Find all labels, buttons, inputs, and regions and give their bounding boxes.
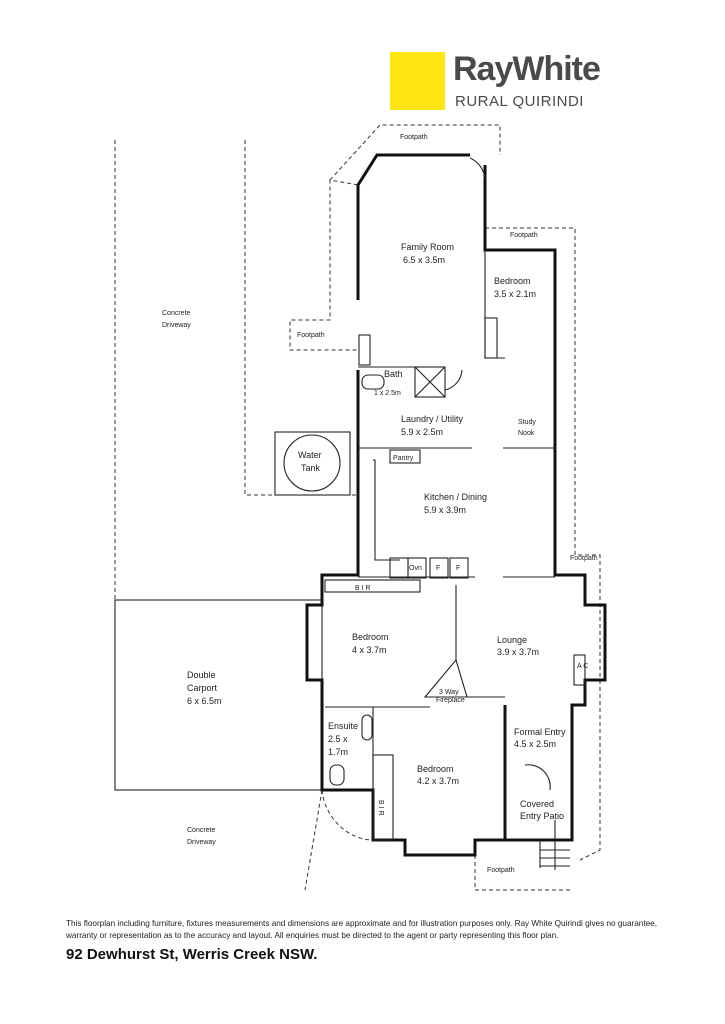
room-labels: Family Room 6.5 x 3.5m Bedroom 3.5 x 2.1… [187, 242, 566, 821]
label-water-tank-2: Tank [301, 463, 321, 473]
label-footpath-front: Footpath [487, 867, 515, 874]
label-driveway-top: Concrete [162, 310, 191, 317]
label-carport: Double [187, 670, 216, 680]
label-footpath-left: Footpath [297, 332, 325, 339]
label-ensuite: Ensuite [328, 721, 358, 731]
label-water-tank: Water [298, 450, 322, 460]
label-driveway-bottom: Concrete [187, 827, 216, 834]
size-laundry: 5.9 x 2.5m [401, 427, 443, 437]
disclaimer: This floorplan including furniture, fixt… [66, 919, 658, 940]
size-bedroom-left: 4 x 3.7m [352, 645, 387, 655]
label-bir: B I R [355, 585, 371, 592]
label-fridge-1: F [436, 565, 440, 572]
label-fireplace-1: 3 Way [439, 689, 459, 696]
interior-walls [324, 157, 586, 870]
size-ensuite-2: 1.7m [328, 747, 348, 757]
exterior-walls [305, 153, 607, 857]
label-ac: A C [577, 663, 588, 670]
size-kitchen: 5.9 x 3.9m [424, 505, 466, 515]
office-name: RURAL QUIRINDI [455, 93, 584, 110]
label-study: Study [518, 419, 536, 426]
brand-name: RayWhite [453, 50, 601, 88]
label-pantry: Pantry [393, 455, 414, 462]
label-footpath-right: Footpath [510, 232, 538, 239]
water-tank [274, 431, 351, 496]
outside-labels: Footpath Footpath Footpath Footpath Foot… [162, 134, 598, 874]
label-patio-2: Entry Patio [520, 811, 564, 821]
size-formal-entry: 4.5 x 2.5m [514, 739, 556, 749]
label-patio: Covered [520, 799, 554, 809]
label-kitchen: Kitchen / Dining [424, 492, 487, 502]
label-formal-entry: Formal Entry [514, 727, 566, 737]
label-lounge: Lounge [497, 635, 527, 645]
label-driveway-top-2: Driveway [162, 322, 191, 329]
size-bedroom-front: 4.2 x 3.7m [417, 776, 459, 786]
size-bath: 1 x 2.5m [374, 390, 401, 397]
size-lounge: 3.9 x 3.7m [497, 647, 539, 657]
label-footpath-side: Footpath [570, 555, 598, 562]
label-laundry: Laundry / Utility [401, 414, 464, 424]
carport-outline [114, 599, 323, 791]
label-fridge-2: F [456, 565, 460, 572]
label-bedroom-rear: Bedroom [494, 276, 531, 286]
label-oven: Ovn [409, 565, 422, 572]
label-driveway-bottom-2: Driveway [187, 839, 216, 846]
label-fireplace-2: Fireplace [436, 697, 465, 704]
label-bedroom-left: Bedroom [352, 632, 389, 642]
size-bedroom-rear: 3.5 x 2.1m [494, 289, 536, 299]
ray-white-logo-square [390, 52, 445, 110]
size-ensuite-1: 2.5 x [328, 734, 348, 744]
label-family-room: Family Room [401, 242, 454, 252]
label-study-nook: Nook [518, 430, 535, 437]
property-address: 92 Dewhurst St, Werris Creek NSW. [66, 946, 318, 963]
label-bath: Bath [384, 369, 403, 379]
label-bir-vertical: B I R [377, 800, 384, 816]
label-bedroom-front: Bedroom [417, 764, 454, 774]
label-footpath-top: Footpath [400, 134, 428, 141]
size-family-room: 6.5 x 3.5m [403, 255, 445, 265]
size-carport: 6 x 6.5m [187, 696, 222, 706]
label-carport-2: Carport [187, 683, 218, 693]
fixture-labels: Pantry Ovn F F B I R A C B I R 3 Way Fir… [298, 450, 588, 816]
